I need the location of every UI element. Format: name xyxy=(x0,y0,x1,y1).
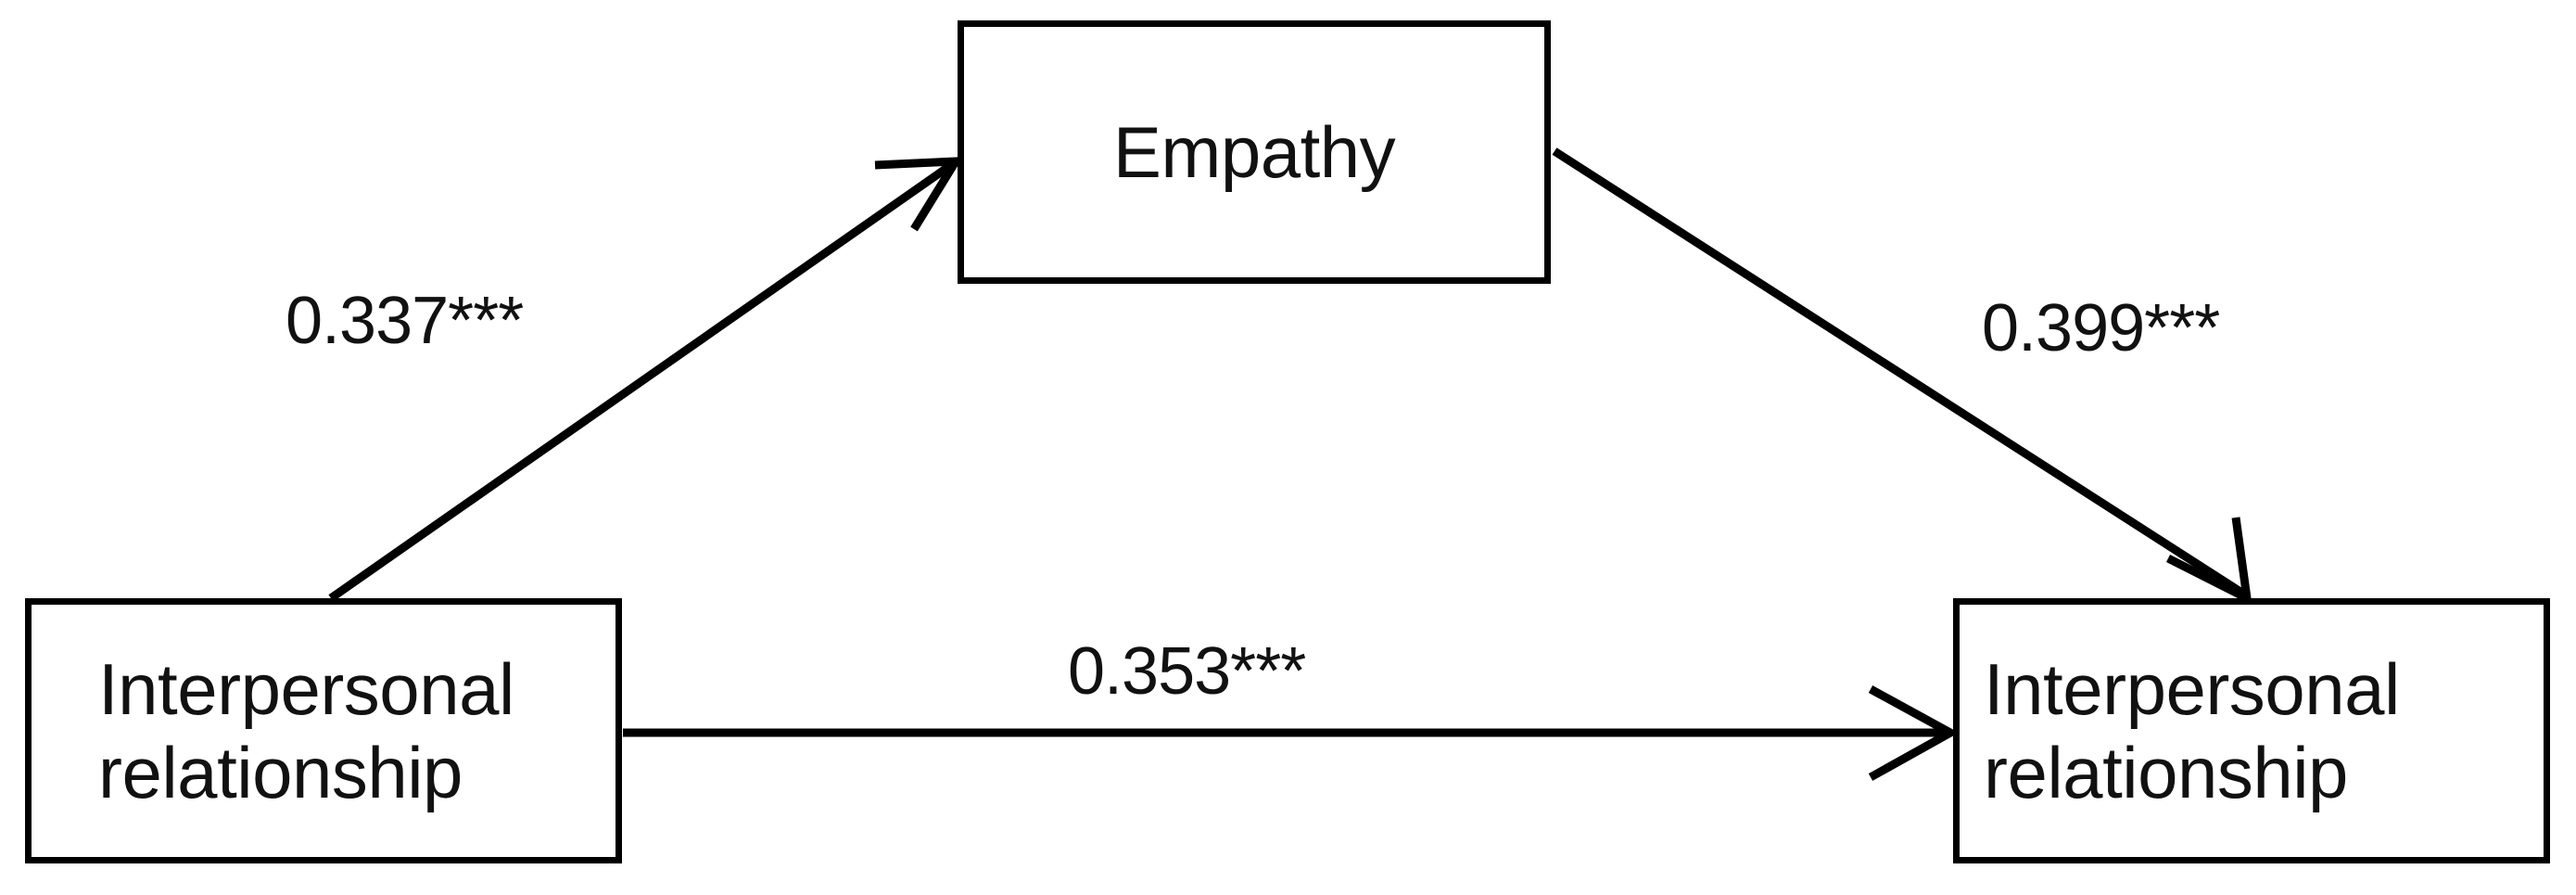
node-interpersonal-relationship-outcome[interactable]: Interpersonal relationship xyxy=(1953,598,2550,863)
arrow-path-b xyxy=(1552,147,2252,606)
path-a-coefficient-label: 0.337*** xyxy=(286,284,524,358)
node-empathy[interactable]: Empathy xyxy=(958,20,1551,284)
arrow-path-a xyxy=(328,157,964,602)
node-empathy-label: Empathy xyxy=(1112,110,1396,193)
node-interpersonal-relationship-predictor[interactable]: Interpersonal relationship xyxy=(25,598,622,863)
node-interpersonal-relationship-predictor-label: Interpersonal relationship xyxy=(98,647,514,813)
arrow-path-c xyxy=(623,685,1960,781)
path-c-coefficient-label: 0.353*** xyxy=(1068,634,1306,709)
node-interpersonal-relationship-outcome-label: Interpersonal relationship xyxy=(1984,647,2400,813)
path-b-coefficient-label: 0.399*** xyxy=(1982,291,2220,365)
